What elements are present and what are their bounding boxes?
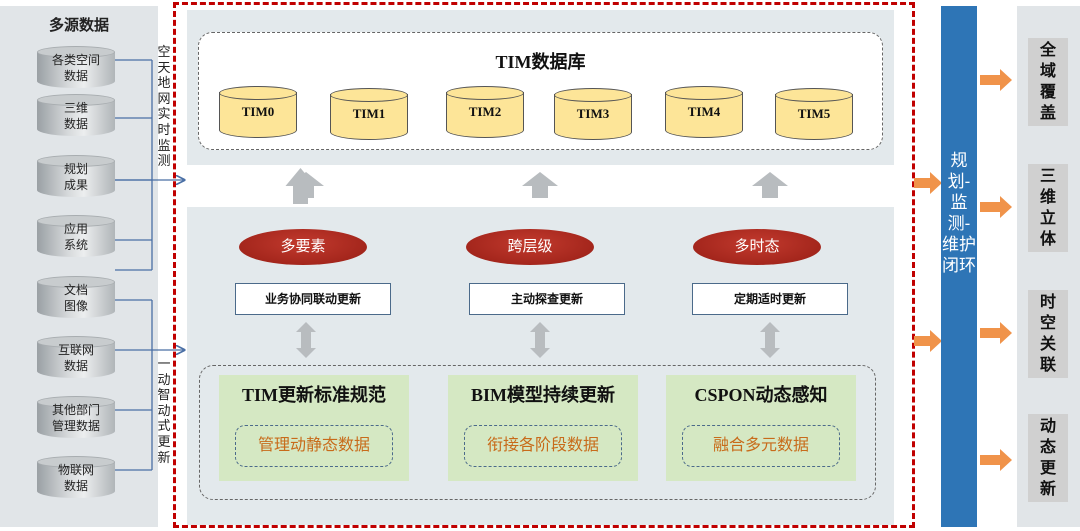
closed-loop-bar	[941, 6, 977, 527]
outcome-full-coverage: 全域覆盖	[1028, 38, 1068, 126]
smart-update-label: 一动智动式更新	[157, 356, 171, 465]
outcome-spatiotemporal: 时空关联	[1028, 290, 1068, 378]
closed-loop-label: 规划-监测-维护闭环	[942, 151, 976, 275]
source-connectors	[115, 59, 200, 471]
core-frame	[173, 2, 915, 528]
sources-title: 多源数据	[48, 17, 109, 34]
feature-multi-temporal: 多时态	[693, 229, 821, 265]
tim-database-title: TIM数据库	[495, 52, 586, 72]
feature-multi-element: 多要素	[239, 229, 367, 265]
outcome-3d: 三维立体	[1028, 164, 1068, 252]
pillars-box	[199, 365, 876, 500]
tim5-db: TIM5	[775, 88, 853, 140]
outcome-dynamic-update: 动态更新	[1028, 414, 1068, 502]
source-planning-results: 规划成果	[37, 155, 115, 197]
update-mode-periodic: 定期适时更新	[692, 283, 848, 315]
bar-to-outcome-arrows	[980, 69, 1012, 471]
source-internet-data: 互联网数据	[37, 336, 115, 378]
feature-cross-level: 跨层级	[466, 229, 594, 265]
update-mode-active: 主动探查更新	[469, 283, 625, 315]
source-iot-data: 物联网数据	[37, 456, 115, 498]
tim0-db: TIM0	[219, 86, 297, 138]
tim4-db: TIM4	[665, 86, 743, 138]
tim-database-box	[198, 32, 883, 150]
frame-to-bar-arrows	[914, 172, 942, 352]
pillar-tim-standard: TIM更新标准规范 管理动静态数据	[219, 375, 409, 481]
source-other-dept-data: 其他部门管理数据	[37, 396, 115, 438]
source-app-systems: 应用系统	[37, 215, 115, 257]
update-mode-collaborative: 业务协同联动更新	[235, 283, 391, 315]
pillar-cspon-sensing: CSPON动态感知 融合多元数据	[666, 375, 856, 481]
pillar-bim-update: BIM模型持续更新 衔接各阶段数据	[448, 375, 638, 481]
source-documents: 文档图像	[37, 276, 115, 318]
tim2-db: TIM2	[446, 86, 524, 138]
tim3-db: TIM3	[554, 88, 632, 140]
sources-panel	[0, 6, 158, 527]
source-3d-data: 三维数据	[37, 94, 115, 136]
realtime-monitoring-label: 空天地网实时监测	[157, 44, 171, 169]
tim1-db: TIM1	[330, 88, 408, 140]
source-spatial-data: 各类空间数据	[37, 46, 115, 88]
center-arrows	[285, 168, 788, 358]
